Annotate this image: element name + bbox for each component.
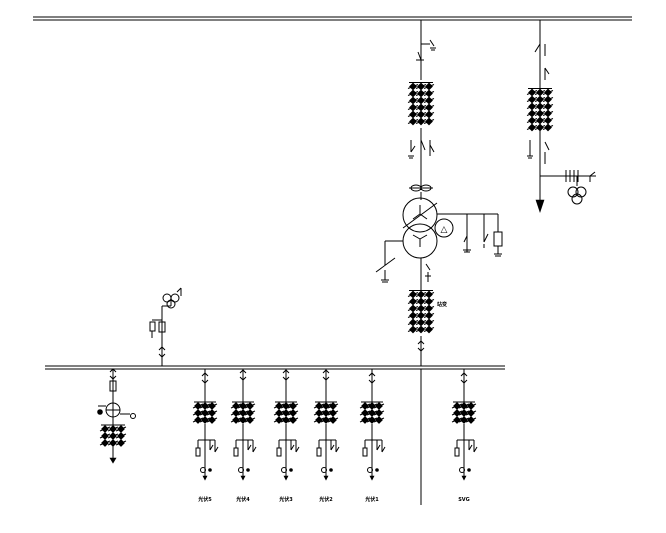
ground-switch-icon (421, 39, 436, 51)
arrow-down-icon (535, 199, 545, 213)
feeder-label-pv2: 光伏2 (318, 496, 333, 503)
voltage-transformer-icon (567, 171, 596, 205)
resistor-icon (362, 447, 368, 457)
fuse-icon (425, 263, 431, 282)
feeder-bay (192, 369, 219, 481)
current-transformer-icon (409, 184, 433, 192)
feeder-label-pv5: 光伏5 (197, 496, 212, 503)
plug-icon (417, 340, 425, 352)
switchgear-icon (407, 82, 435, 126)
delta-symbol: △ (441, 225, 448, 235)
hv-busbar (33, 16, 632, 21)
switchgear-icon (407, 290, 435, 334)
resistor-icon (454, 447, 460, 457)
lv-busbar (45, 365, 505, 370)
plug-icon (368, 372, 376, 384)
main-transformer-icon: △ (402, 197, 498, 259)
neutral-grounding-icon (463, 214, 503, 257)
pt-bay (149, 287, 182, 366)
plug-icon (460, 372, 468, 384)
switchgear-icon (313, 401, 339, 424)
arrow-down-icon (283, 475, 289, 481)
station-transformer-bay (97, 368, 136, 464)
switchgear-icon (359, 401, 385, 424)
feeder-bay (313, 369, 340, 481)
resistor-icon (316, 447, 322, 457)
arrow-down-icon (461, 475, 467, 481)
isolator-icon (408, 139, 435, 159)
plug-icon (201, 372, 209, 384)
arrow-down-icon (323, 475, 329, 481)
feeder-bay (273, 369, 300, 481)
feeder-label-pv4: 光伏4 (235, 496, 250, 503)
arrow-down-icon (240, 475, 246, 481)
arrow-down-icon (202, 475, 208, 481)
switchgear-icon (99, 424, 127, 447)
switchgear-icon (230, 401, 256, 424)
feeder-label-pv3: 光伏3 (278, 496, 293, 503)
arrow-down-icon (369, 475, 375, 481)
plug-icon (239, 369, 247, 381)
lv-tag: 站变 (437, 301, 447, 308)
isolator-icon (416, 51, 424, 61)
resistor-icon (195, 447, 201, 457)
feeder-label-pv1: 光伏1 (364, 496, 379, 503)
transformer-bay: △ (375, 20, 503, 366)
feeder-label-svg: SVG (458, 497, 470, 503)
arrow-down-icon (109, 457, 117, 464)
feeder-bays (192, 369, 478, 481)
switchgear-icon (451, 401, 477, 424)
resistor-icon (276, 447, 282, 457)
resistor-icon (233, 447, 239, 457)
plug-icon (109, 368, 117, 380)
capacitor-icon (565, 170, 579, 182)
feeder-bay (359, 369, 386, 481)
feeder-bay (230, 369, 257, 481)
grounding-switch-icon (375, 240, 403, 283)
switchgear-icon (273, 401, 299, 424)
plug-icon (282, 369, 290, 381)
switchgear-icon (192, 401, 218, 424)
hv-feeder-bay (526, 20, 596, 213)
plug-icon (158, 346, 166, 358)
plug-icon (322, 369, 330, 381)
switchgear-icon (526, 88, 554, 132)
feeder-bay (451, 369, 478, 481)
